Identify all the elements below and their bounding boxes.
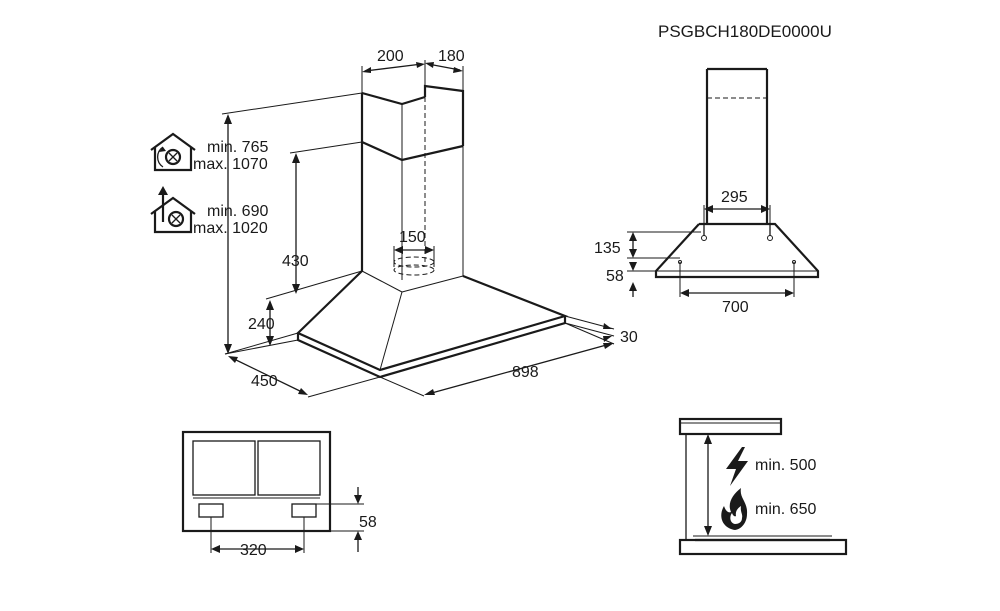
- dim-chimney-width: 200: [377, 48, 404, 65]
- side-view: 295 135 58 700: [594, 67, 820, 316]
- extraction-min: min. 690: [207, 203, 268, 220]
- dim-outlet-diameter: 150: [399, 229, 426, 246]
- chimney: [360, 84, 465, 280]
- gas-clearance: min. 650: [755, 501, 816, 518]
- dim-edge-height: 58: [606, 268, 624, 285]
- install-view: min. 500 min. 650: [678, 417, 848, 556]
- dim-bracket-width: 295: [721, 189, 748, 206]
- recirculation-min: min. 765: [207, 139, 268, 156]
- dim-bracket-height: 135: [594, 240, 621, 257]
- dim-base-width: 700: [722, 299, 749, 316]
- dim-hood-width: 898: [512, 364, 539, 381]
- canopy: [296, 256, 569, 379]
- gas-flame-icon: [721, 488, 748, 530]
- extraction-house-icon: [150, 186, 196, 234]
- main-iso-view: 200 180 430 240 150 450: [150, 48, 638, 398]
- dim-canopy-height: 240: [248, 316, 275, 333]
- dim-chimney-depth: 180: [438, 48, 465, 65]
- extraction-max: max. 1020: [193, 220, 268, 237]
- model-code: PSGBCH180DE0000U: [658, 22, 832, 41]
- electric-clearance: min. 500: [755, 457, 816, 474]
- recirculation-house-icon: [150, 132, 196, 172]
- electric-hob-icon: [726, 447, 748, 486]
- dim-chimney-lower-height: 430: [282, 253, 309, 270]
- bottom-view: 320 58: [181, 430, 377, 559]
- dim-filter-offset: 58: [359, 514, 377, 531]
- recirculation-max: max. 1070: [193, 156, 268, 173]
- dim-hood-depth: 450: [251, 373, 278, 390]
- dim-filter-spacing: 320: [240, 542, 267, 559]
- dim-edge-thickness: 30: [620, 329, 638, 346]
